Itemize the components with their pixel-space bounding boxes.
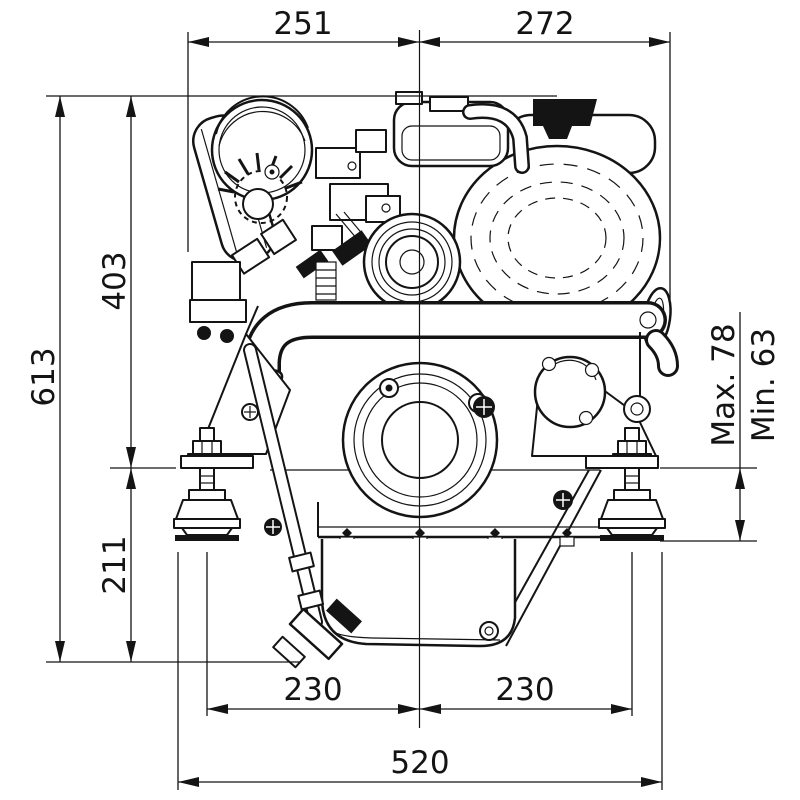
dim-label-403: 403 (97, 251, 133, 310)
fan-pulley (217, 152, 303, 224)
lifting-eye (623, 395, 651, 423)
dim-label-613: 613 (26, 347, 62, 406)
starter-motor (533, 355, 607, 429)
bellows-spring (315, 261, 337, 301)
dim-label-230-right: 230 (495, 672, 554, 708)
dim-label-max-78: Max. 78 (706, 323, 742, 446)
lifting-bracket (533, 99, 597, 139)
dim-label-520: 520 (390, 745, 449, 781)
dim-label-251: 251 (273, 6, 332, 42)
water-pump-pulley (362, 212, 462, 312)
dimension-arrows (55, 37, 745, 787)
dim-label-230-left: 230 (283, 672, 342, 708)
fuel-pump-cluster (295, 129, 401, 279)
valve-cover (392, 91, 510, 168)
left-engine-mount (173, 427, 254, 541)
support-foot (189, 261, 247, 343)
hose-clamps (230, 218, 297, 275)
intake-hose (462, 103, 530, 174)
oil-pan (320, 539, 517, 648)
dim-label-min-63: Min. 63 (746, 328, 782, 442)
flywheel-housing (452, 144, 662, 332)
engine-drawing (173, 30, 679, 728)
dim-label-272: 272 (515, 6, 574, 42)
dim-label-211: 211 (97, 535, 133, 594)
dimension-layer: 251 272 613 403 211 Max. 78 Min. 63 230 … (26, 6, 782, 790)
dipstick (243, 343, 362, 669)
bolt-heads (264, 396, 573, 536)
